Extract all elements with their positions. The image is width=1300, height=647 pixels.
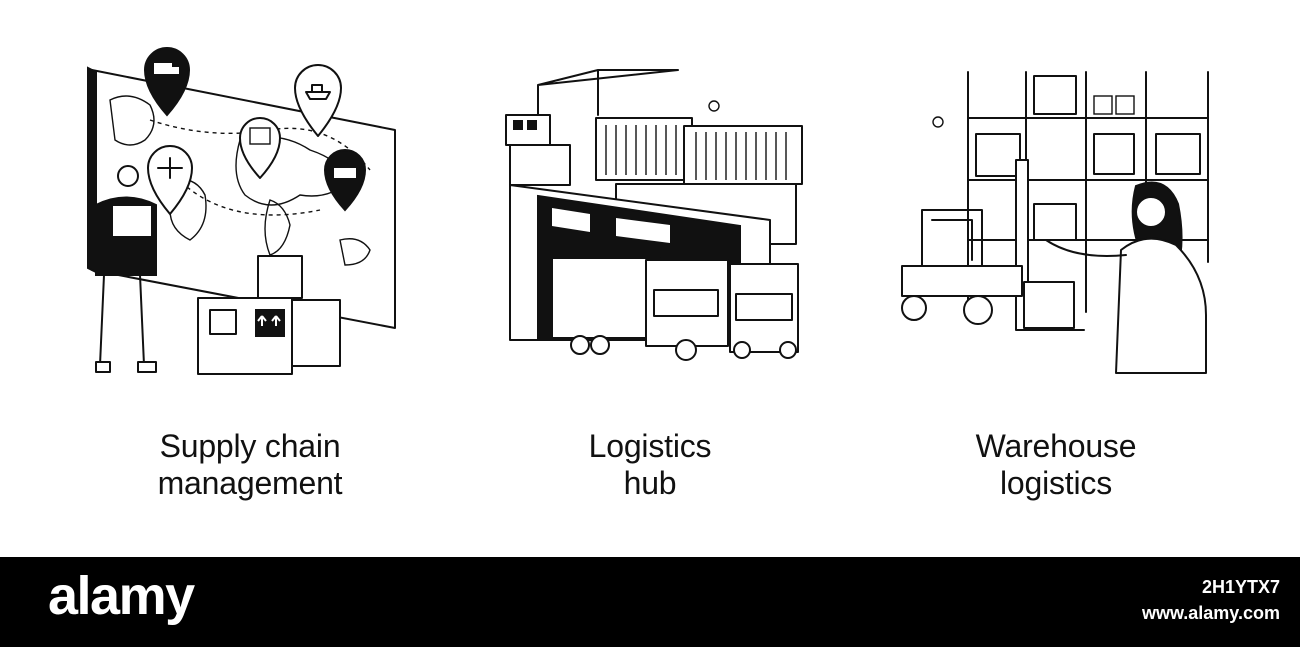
caption-line-2: hub [623,465,677,501]
truck-small [729,263,799,359]
person-figure [95,165,157,373]
factory-pin-icon [323,149,367,212]
cardboard-boxes [197,255,341,375]
plane-pin-icon [147,145,193,215]
warehouse-shelves [967,71,1209,313]
image-id: 2H1YTX7 [1201,577,1280,597]
caption-line-2: logistics [999,465,1112,501]
forklift [901,159,1085,331]
caption-line-1: Logistics [588,428,712,464]
truck-pin-icon [143,47,191,117]
shop-pin-icon [239,117,281,179]
supply-chain-panel: Supply chain management [40,0,460,557]
caption-logistics-hub: Logistics hub [440,428,860,502]
caption-line-1: Warehouse [975,428,1137,464]
operator-figure [1045,181,1207,374]
caption-line-2: management [157,465,343,501]
logistics-hub-panel: Logistics hub [440,0,860,557]
logistics-hub-illustration [505,69,803,361]
watermark-footer: alamy 2H1YTX7 www.alamy.com [0,557,1300,647]
warehouse-panel: Warehouse logistics [846,0,1266,557]
caption-supply-chain: Supply chain management [40,428,460,502]
warehouse-illustration [901,71,1209,374]
ship-pin-icon [294,64,342,137]
brand-logo[interactable]: alamy [48,566,195,626]
site-url[interactable]: www.alamy.com [1141,603,1280,623]
truck-large [551,257,729,361]
caption-line-1: Supply chain [159,428,341,464]
supply-chain-illustration [87,47,396,375]
caption-warehouse: Warehouse logistics [846,428,1266,502]
